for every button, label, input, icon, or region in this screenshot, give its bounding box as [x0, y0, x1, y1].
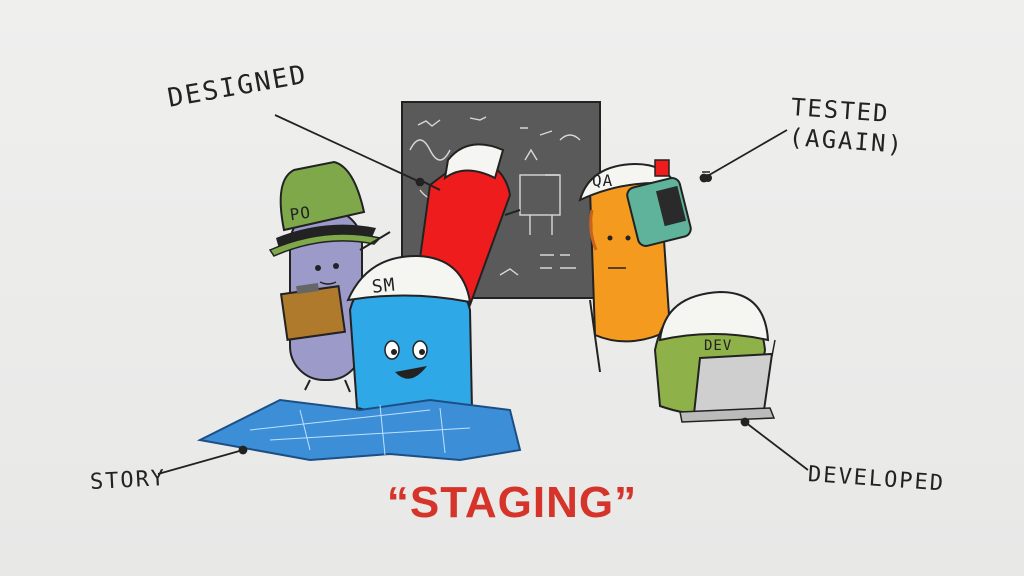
qa-hat-label: QA	[592, 171, 613, 190]
leader-lines	[157, 114, 809, 475]
po-character: PO	[268, 160, 391, 393]
qa-character: QA	[578, 159, 712, 343]
dev-character: DEV	[653, 290, 776, 423]
sm-hat-label: SM	[371, 274, 397, 297]
staging-title: “STAGING”	[386, 478, 638, 527]
po-hat-label: PO	[289, 203, 313, 225]
blueprint-map	[196, 398, 522, 462]
sm-character: SM	[346, 254, 474, 417]
tested-again-label: TESTED (AGAIN)	[787, 93, 905, 159]
dev-hat-label: DEV	[704, 338, 732, 354]
